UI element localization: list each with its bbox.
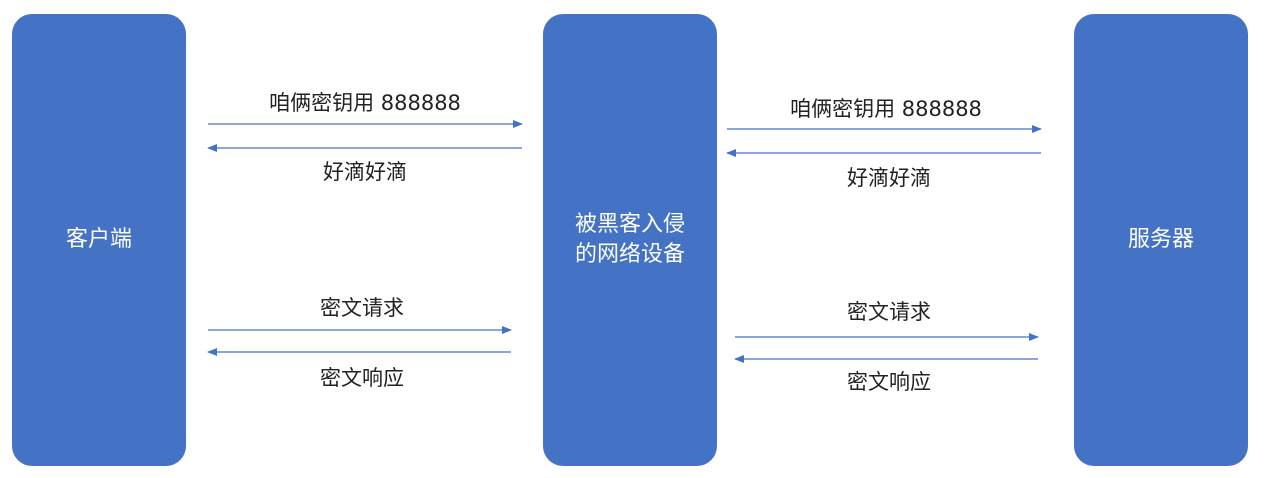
right-cipher-request-label: 密文请求 (847, 300, 931, 324)
compromised-device-label: 被黑客入侵 的网络设备 (574, 212, 685, 267)
left-cipher-request-label: 密文请求 (320, 296, 404, 320)
server-node: 服务器 (1074, 14, 1248, 466)
right-key-reply-label: 好滴好滴 (847, 166, 931, 190)
server-label: 服务器 (1127, 227, 1194, 252)
left-cipher-response-label: 密文响应 (320, 366, 404, 390)
left-key-request-label: 咱俩密钥用 888888 (269, 91, 461, 115)
client-node: 客户端 (12, 14, 186, 466)
compromised-device-node: 被黑客入侵 的网络设备 (543, 14, 717, 466)
client-label: 客户端 (65, 227, 132, 252)
right-key-request-label: 咱俩密钥用 888888 (790, 97, 982, 121)
left-key-reply-label: 好滴好滴 (323, 160, 407, 184)
right-cipher-response-label: 密文响应 (847, 370, 931, 394)
